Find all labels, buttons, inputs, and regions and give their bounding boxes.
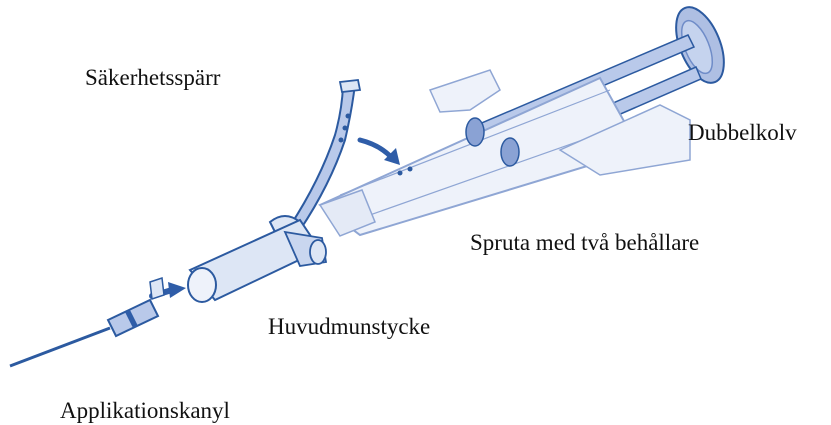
safety-clip-hole-1 [346,114,351,119]
main-tip [188,220,326,302]
piston-upper [466,118,484,146]
syringe-port-2 [408,167,413,172]
label-main-tip: Huvudmunstycke [268,315,430,338]
applicator-needle [10,300,158,366]
syringe-port-1 [398,171,403,176]
safety-clip-hole-3 [339,138,344,143]
arrow-needle-head [168,282,186,298]
arrow-clip-shaft [360,140,392,158]
needle-cannula [10,328,110,366]
tip-cap-bracket [150,278,164,299]
arrow-clip-to-syringe [360,140,400,165]
label-applicator-needle: Applikationskanyl [60,399,230,422]
label-double-plunger: Dubbelkolv [688,121,797,144]
label-safety-clip: Säkerhetsspärr [85,66,220,89]
main-tip-opening [188,268,216,302]
syringe-finger-flange-top [430,70,500,112]
label-dual-syringe: Spruta med två behållare [470,231,699,254]
safety-clip-hole-2 [343,126,348,131]
safety-clip-top [340,80,360,92]
main-tip-end [310,240,326,264]
piston-lower [501,138,519,166]
